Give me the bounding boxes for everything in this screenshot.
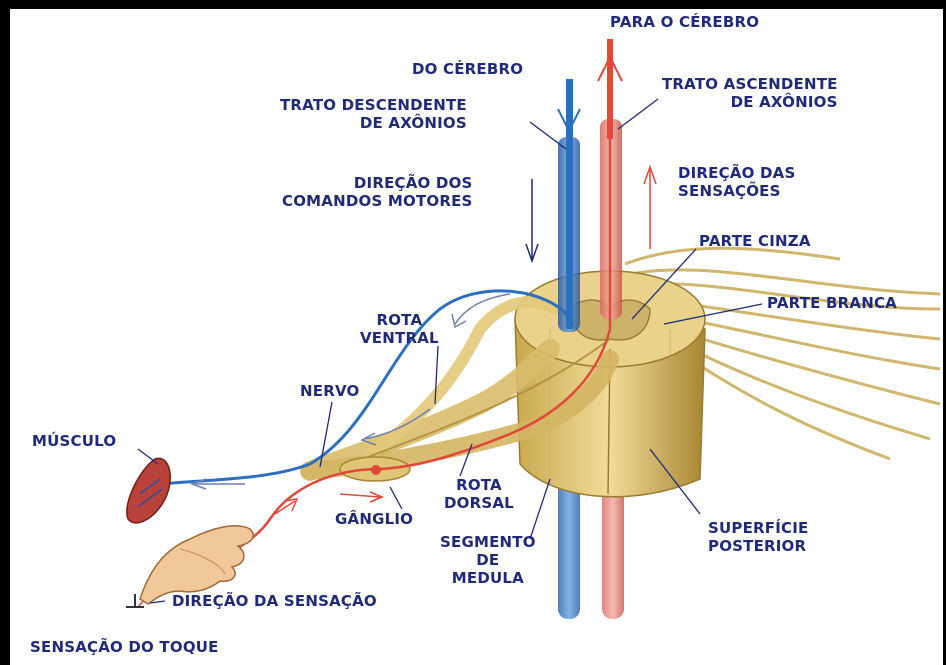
label-motor-direction: DIREÇÃO DOS COMANDOS MOTORES: [282, 174, 473, 210]
label-ventral-root: ROTA VENTRAL: [360, 311, 439, 347]
sensation-direction-arrow: [644, 167, 656, 249]
label-sensation-direction: DIREÇÃO DA SENSAÇÃO: [172, 592, 377, 610]
label-from-brain: DO CÉREBRO: [412, 60, 523, 78]
label-sensation-direction-up: DIREÇÃO DAS SENSAÇÕES: [678, 164, 795, 200]
label-ganglion: GÂNGLIO: [335, 510, 413, 528]
ganglion-cell: [371, 465, 381, 475]
label-cord-segment: SEGMENTO DE MEDULA: [440, 533, 536, 587]
label-ascending-tract: TRATO ASCENDENTE DE AXÔNIOS: [662, 75, 838, 111]
label-touch-sensation: SENSAÇÃO DO TOQUE: [30, 638, 219, 656]
label-nerve: NERVO: [300, 382, 359, 400]
label-white-matter: PARTE BRANCA: [767, 294, 897, 312]
ascending-tract-lower: [602, 479, 624, 619]
diagram-frame: PARA O CÉREBRO DO CÉREBRO TRATO DESCENDE…: [10, 9, 943, 665]
label-muscle: MÚSCULO: [32, 432, 116, 450]
label-to-brain: PARA O CÉREBRO: [610, 13, 759, 31]
label-gray-matter: PARTE CINZA: [699, 232, 811, 250]
descending-tract-lower: [558, 479, 580, 619]
motor-direction-arrow: [526, 179, 538, 261]
label-posterior-surface: SUPERFÍCIE POSTERIOR: [708, 519, 808, 555]
label-dorsal-root: ROTA DORSAL: [444, 476, 514, 512]
label-descending-tract: TRATO DESCENDENTE DE AXÔNIOS: [280, 96, 467, 132]
muscle-shape: [127, 458, 170, 523]
